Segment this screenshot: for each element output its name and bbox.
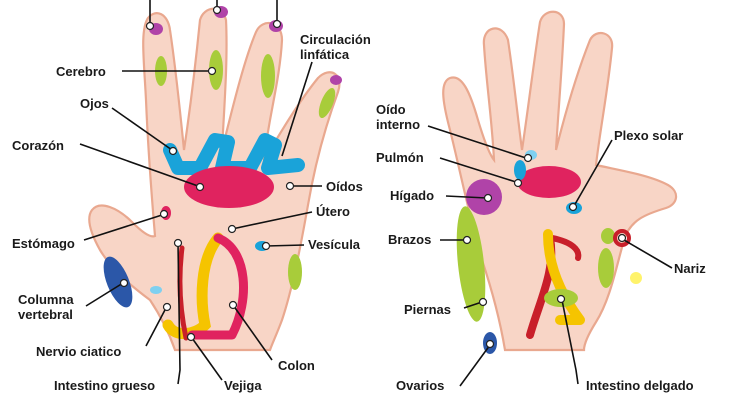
leader-oido-interno	[427, 125, 527, 159]
label-columna-1: Columna	[18, 292, 74, 307]
point	[485, 339, 495, 349]
right-side-zone	[598, 248, 614, 288]
label-oidos: Oídos	[326, 179, 363, 194]
label-nariz: Nariz	[674, 261, 706, 276]
point	[207, 66, 217, 76]
label-vejiga: Vejiga	[224, 378, 262, 393]
point	[513, 178, 523, 188]
point	[212, 5, 222, 15]
leader-higado	[445, 195, 488, 199]
leader-intestino-delgado	[561, 299, 579, 385]
label-plexo-solar: Plexo solar	[614, 128, 683, 143]
label-ojos: Ojos	[80, 96, 109, 111]
leader-ovarios	[459, 344, 491, 387]
right-points	[462, 153, 627, 349]
leader-piernas	[463, 301, 483, 309]
label-oido-interno-1: Oído	[376, 102, 406, 117]
left-labels: Cerebro Ojos Corazón Circulación linfáti…	[12, 32, 371, 393]
label-intestino-grueso: Intestino grueso	[54, 378, 155, 393]
right-labels: Oído interno Pulmón Hígado Plexo solar B…	[376, 102, 706, 393]
leader-plexo	[573, 139, 613, 207]
label-intestino-delgado: Intestino delgado	[586, 378, 694, 393]
point	[159, 209, 169, 219]
label-colon: Colon	[278, 358, 315, 373]
point	[556, 294, 566, 304]
leader-intestino-grueso	[177, 242, 181, 385]
point	[617, 233, 627, 243]
right-green-dot	[601, 228, 615, 244]
left-colon-zone	[187, 233, 248, 340]
left-small-blue-zone	[150, 286, 162, 294]
label-ovarios: Ovarios	[396, 378, 444, 393]
point	[523, 153, 533, 163]
leader-estomago	[83, 214, 163, 241]
label-piernas: Piernas	[404, 302, 451, 317]
right-yellow-intestine	[543, 229, 585, 325]
right-liver-zone	[466, 179, 502, 215]
left-tip-zone-4	[330, 75, 342, 85]
point	[168, 146, 178, 156]
leader-pulmon	[439, 157, 517, 183]
right-nose-zone	[613, 229, 631, 247]
label-brazos: Brazos	[388, 232, 431, 247]
label-circulacion-1: Circulación	[300, 32, 371, 47]
left-side-zone	[288, 254, 302, 290]
left-sciatic-zone	[177, 245, 189, 341]
leader-colon	[232, 304, 273, 361]
point	[272, 19, 282, 29]
label-corazon: Corazón	[12, 138, 64, 153]
point	[462, 235, 472, 245]
leader-vesicula	[265, 244, 305, 247]
left-finger-zone-2	[209, 50, 223, 90]
right-blue-zone	[514, 160, 526, 180]
point	[228, 300, 238, 310]
leader-ojos	[111, 107, 173, 151]
leader-corazon	[79, 143, 199, 187]
point	[568, 202, 578, 212]
right-red-curl	[549, 235, 582, 261]
point	[227, 224, 237, 234]
point	[195, 182, 205, 192]
label-cerebro: Cerebro	[56, 64, 106, 79]
leader-columna	[85, 282, 124, 307]
right-arm-leg-zone	[456, 206, 486, 322]
point	[162, 302, 172, 312]
left-heart-zone	[184, 166, 274, 208]
right-lung-zone	[517, 166, 581, 198]
leader-vejiga	[191, 337, 223, 381]
point	[173, 238, 183, 248]
point	[483, 193, 493, 203]
label-pulmon: Pulmón	[376, 150, 424, 165]
right-leaders	[427, 125, 673, 387]
leader-circulacion	[281, 61, 313, 157]
point	[285, 181, 295, 191]
point	[186, 332, 196, 342]
label-utero: Útero	[316, 204, 350, 219]
point	[478, 297, 488, 307]
label-circulacion-2: linfática	[300, 47, 350, 62]
label-nervio: Nervio ciatico	[36, 344, 121, 359]
leader-nariz	[623, 239, 673, 269]
point	[261, 241, 271, 251]
label-oido-interno-2: interno	[376, 117, 420, 132]
label-higado: Hígado	[390, 188, 434, 203]
label-vesicula: Vesícula	[308, 237, 361, 252]
left-leaders	[79, 0, 322, 385]
left-large-intestine-zone	[162, 232, 224, 340]
left-finger-zone-4	[318, 87, 336, 119]
label-estomago: Estómago	[12, 236, 75, 251]
leader-nervio	[145, 307, 167, 347]
left-points	[119, 5, 295, 342]
leader-utero	[231, 211, 313, 230]
point	[119, 278, 129, 288]
left-spine-zone	[103, 256, 133, 308]
point	[145, 21, 155, 31]
label-columna-2: vertebral	[18, 307, 73, 322]
right-yellow-dot	[630, 272, 642, 284]
left-finger-zone-3	[261, 54, 275, 98]
